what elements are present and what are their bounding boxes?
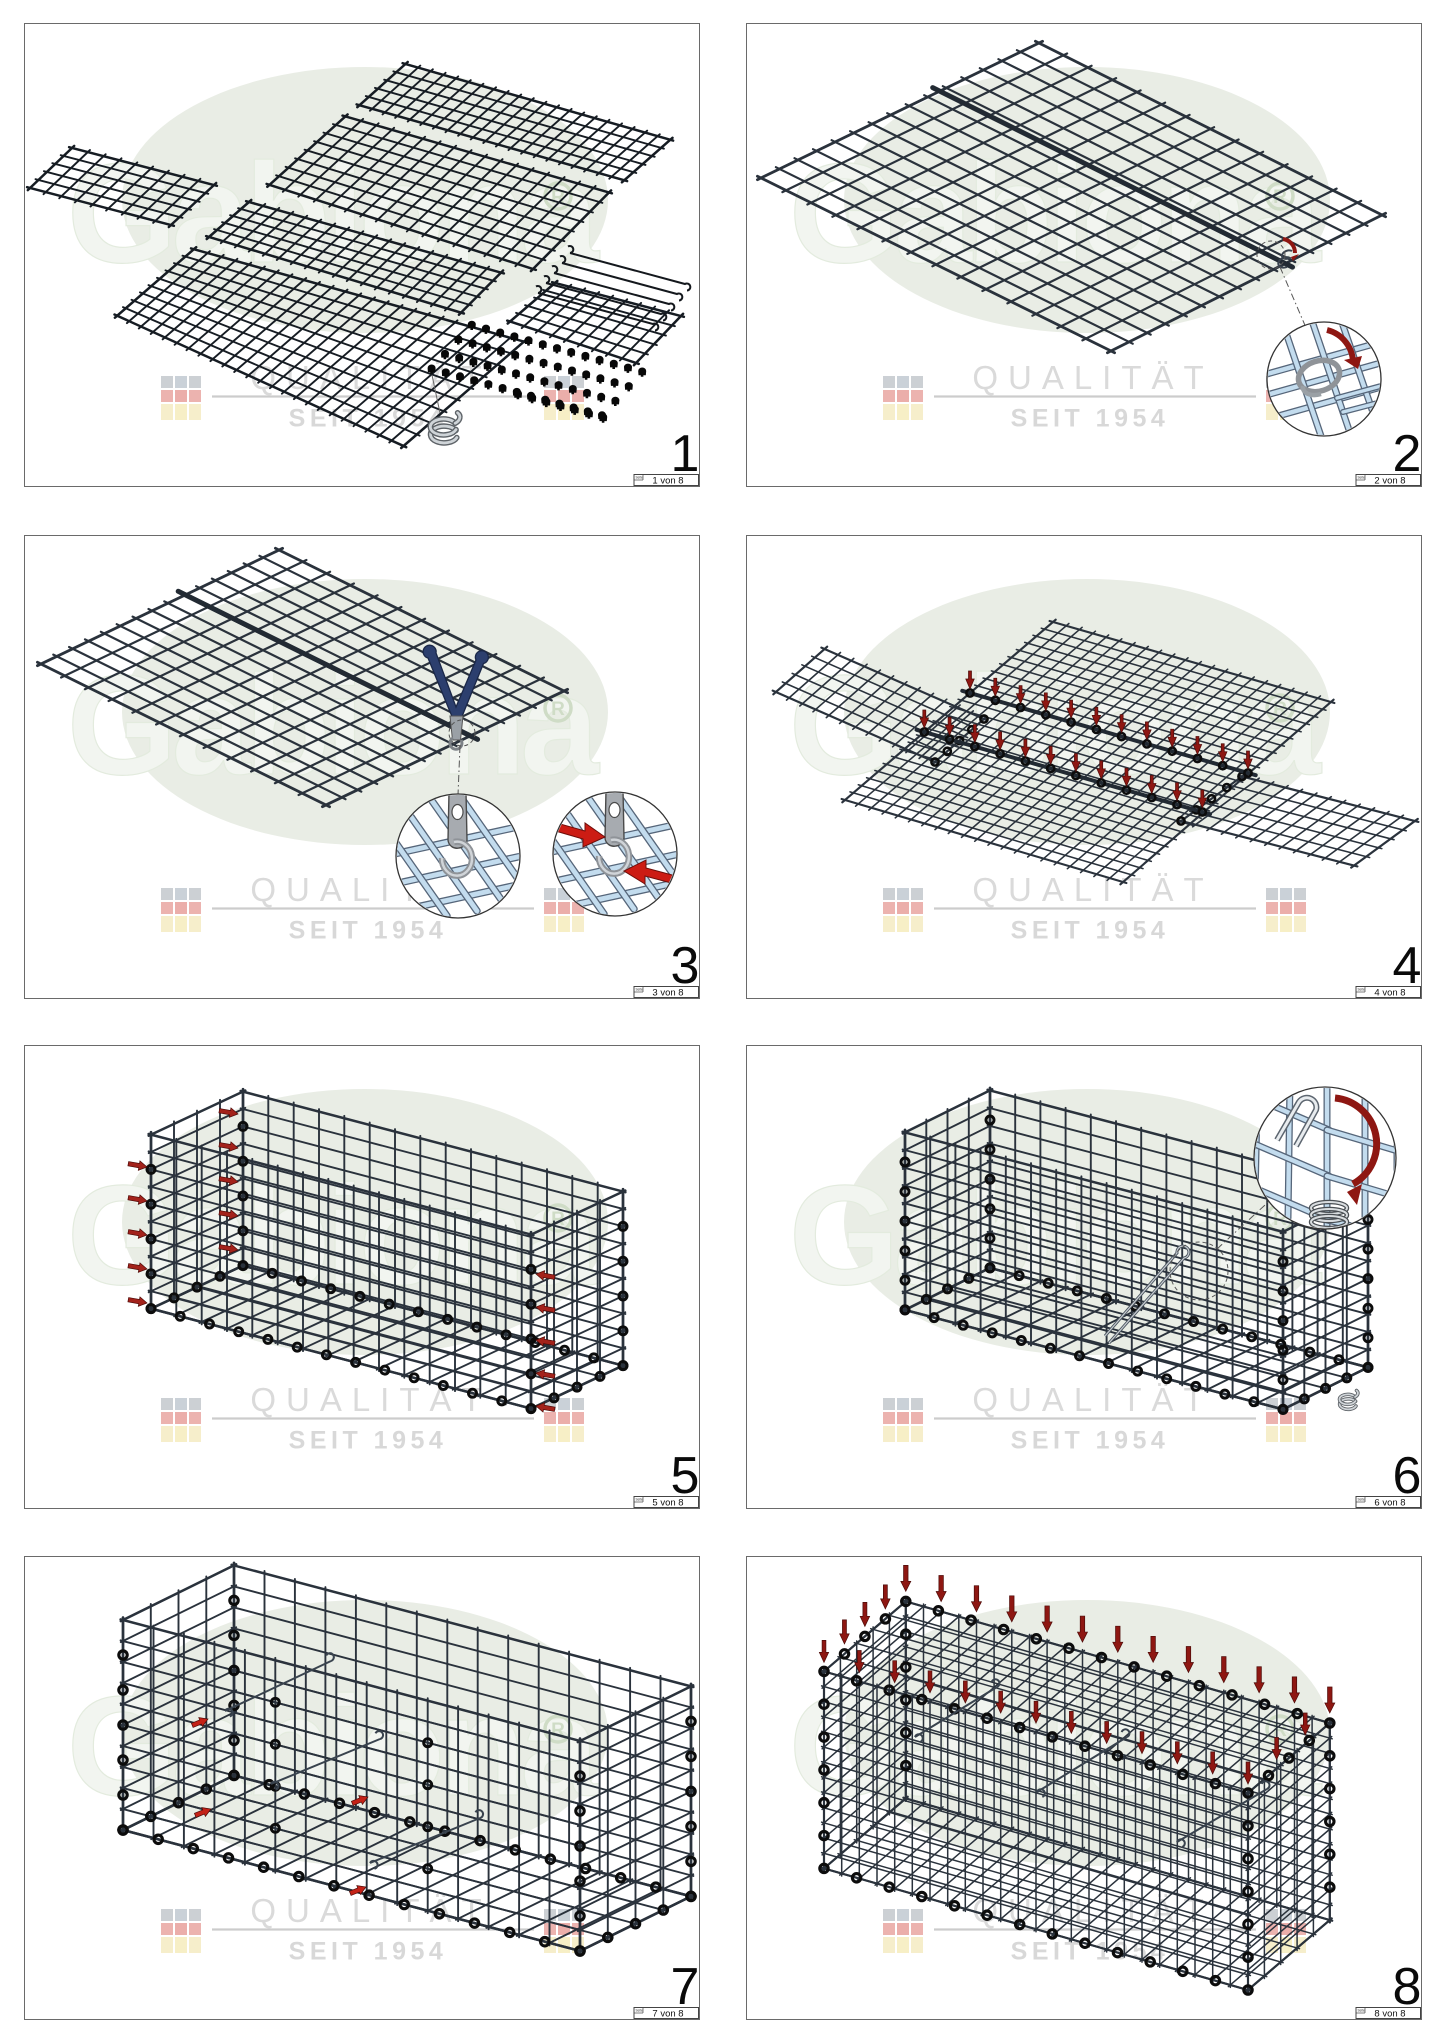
svg-text:5: 5: [671, 1447, 699, 1505]
svg-text:4 von 8: 4 von 8: [1375, 987, 1406, 997]
svg-text:Seite: Seite: [1358, 987, 1365, 991]
svg-text:1: 1: [671, 425, 699, 483]
svg-text:Seite: Seite: [636, 987, 643, 991]
svg-text:Seite: Seite: [1358, 2009, 1365, 2013]
svg-text:Gabiona: Gabiona: [67, 646, 600, 805]
svg-text:4: 4: [1393, 937, 1421, 995]
svg-text:Seite: Seite: [636, 1497, 643, 1501]
svg-text:Gabiona: Gabiona: [789, 646, 1322, 805]
svg-text:Seite: Seite: [1358, 1497, 1365, 1501]
svg-text:1 von 8: 1 von 8: [652, 476, 683, 486]
svg-text:5 von 8: 5 von 8: [652, 1497, 683, 1507]
svg-text:R: R: [551, 1720, 565, 1741]
svg-text:Seite: Seite: [636, 476, 643, 480]
svg-text:6 von 8: 6 von 8: [1375, 1497, 1406, 1507]
svg-text:2 von 8: 2 von 8: [1375, 476, 1406, 486]
svg-text:SEIT 1954: SEIT 1954: [1011, 916, 1170, 944]
svg-text:SEIT 1954: SEIT 1954: [289, 1938, 448, 1966]
svg-text:7: 7: [671, 1958, 699, 2016]
svg-text:8: 8: [1393, 1958, 1421, 2016]
svg-text:QUALITÄT: QUALITÄT: [973, 1381, 1214, 1418]
svg-text:QUALITÄT: QUALITÄT: [973, 359, 1214, 396]
svg-text:8 von 8: 8 von 8: [1375, 2009, 1406, 2019]
svg-text:Gabiona: Gabiona: [789, 1156, 1322, 1315]
svg-text:QUALITÄT: QUALITÄT: [250, 1381, 491, 1418]
svg-text:7 von 8: 7 von 8: [652, 2009, 683, 2019]
svg-text:SEIT 1954: SEIT 1954: [289, 916, 448, 944]
svg-text:3 von 8: 3 von 8: [652, 987, 683, 997]
svg-text:Seite: Seite: [1358, 476, 1365, 480]
svg-text:SEIT 1954: SEIT 1954: [1011, 1426, 1170, 1454]
svg-text:QUALITÄT: QUALITÄT: [973, 871, 1214, 908]
svg-text:R: R: [551, 699, 565, 720]
svg-text:SEIT 1954: SEIT 1954: [289, 1426, 448, 1454]
svg-text:Seite: Seite: [636, 2009, 643, 2013]
svg-text:3: 3: [671, 937, 699, 995]
svg-text:2: 2: [1393, 425, 1421, 483]
svg-text:6: 6: [1393, 1447, 1421, 1505]
svg-text:SEIT 1954: SEIT 1954: [1011, 405, 1170, 433]
